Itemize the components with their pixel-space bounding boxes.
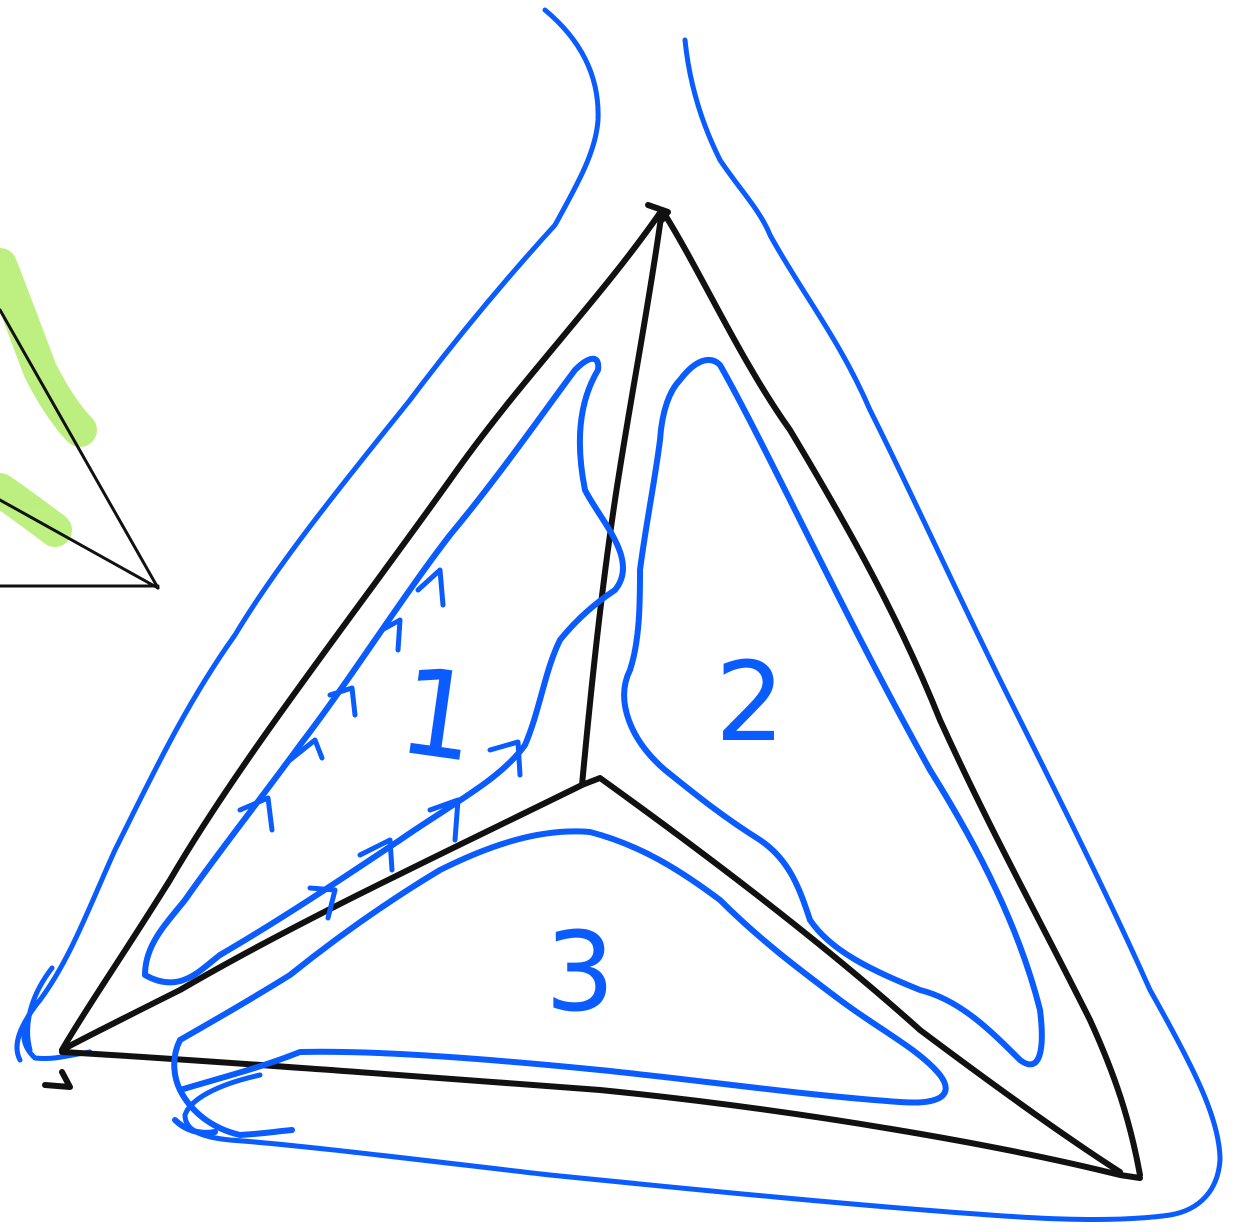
inner-path-loop-tail [175, 1090, 292, 1135]
green-highlight-upper [0, 265, 80, 430]
tetra-spoke-left [62, 785, 582, 1050]
green-highlight-lower [0, 490, 55, 530]
small-triangle-edge-top [0, 310, 158, 588]
region-label-1: 1 [391, 642, 486, 790]
tetra-spoke-right [582, 778, 1120, 1172]
flow-arrows [240, 570, 520, 918]
green-highlight-strokes [0, 265, 80, 530]
tetra-bottom-left-tick [45, 1072, 70, 1087]
outer-loop-left-curls [24, 968, 90, 1058]
region-label-2: 2 [715, 638, 785, 766]
small-triangle-sketch [0, 310, 158, 588]
inner-path-region-1 [145, 359, 623, 983]
region-label-3: 3 [545, 908, 615, 1036]
